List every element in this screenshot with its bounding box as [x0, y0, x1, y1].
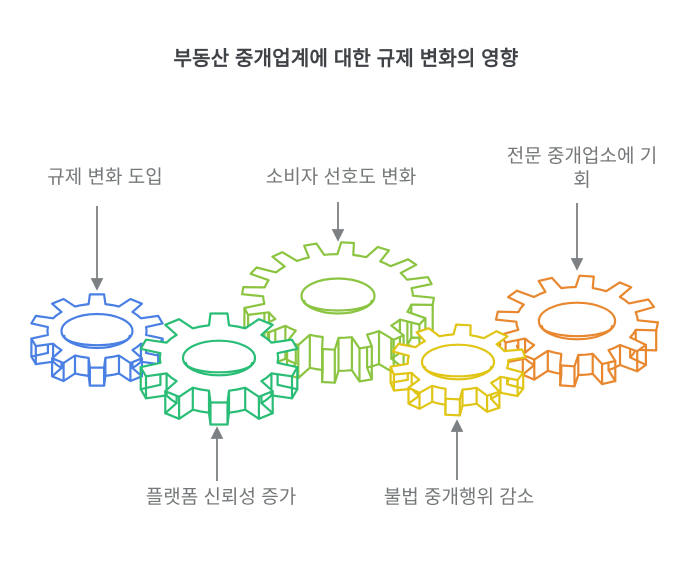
- label-illegal-brokerage: 불법 중개행위 감소: [383, 487, 535, 508]
- gear-orange: [494, 274, 660, 388]
- diagram-title: 부동산 중개업계에 대한 규제 변화의 영향: [173, 48, 519, 70]
- gear-yellow: [389, 323, 527, 417]
- gear-emerald: [139, 312, 299, 426]
- label-line-1: 전문 중개업소에 기: [506, 146, 658, 167]
- gear-blue: [30, 293, 164, 387]
- label-regulation-change: 규제 변화 도입: [47, 167, 163, 188]
- label-platform-trust: 플랫폼 신뢰성 증가: [145, 487, 297, 508]
- label-consumer-preference: 소비자 선호도 변화: [265, 167, 417, 188]
- label-line-2: 회: [573, 169, 591, 191]
